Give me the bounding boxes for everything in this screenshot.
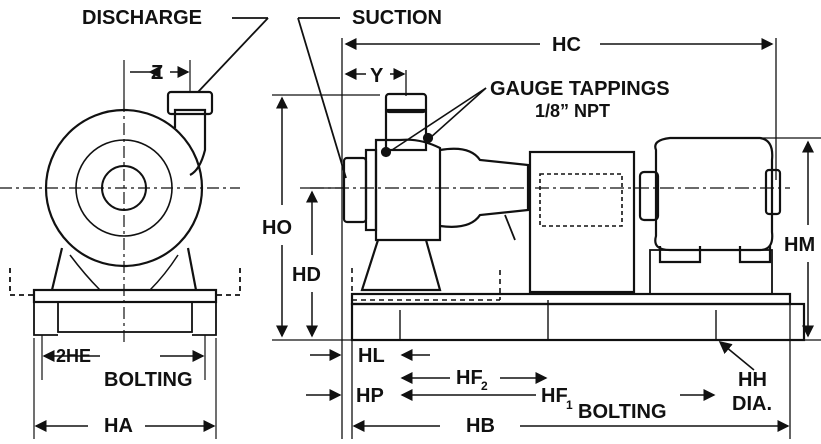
pump-feet [360,239,442,292]
support-legs [50,247,198,291]
suction-label: SUCTION [352,7,442,29]
discharge-neck [173,108,207,176]
ha-label: HA [104,415,133,437]
base-channel [350,302,806,342]
end-view [0,60,241,439]
discharge-pipe [384,108,428,152]
hp-label: HP [356,385,384,407]
coupling-hidden [539,173,623,227]
ho-label: HO [262,217,292,239]
hf2-subscript: 2 [481,379,488,393]
hl-label: HL [358,345,385,367]
hf2-label: HF [456,367,483,389]
suction-leader [297,17,347,179]
hc-label: HC [552,34,581,56]
side-view [272,38,821,439]
bolting-right-label: BOLTING [578,401,667,423]
discharge-leader [197,17,269,93]
hb-label: HB [466,415,495,437]
hf1-subscript: 1 [566,398,573,412]
hh-leader [718,340,755,371]
hm-label: HM [784,234,815,256]
bolting-left-label: BOLTING [104,369,193,391]
gauge-leader-1 [391,87,487,151]
z-label: Z [151,62,163,84]
base-plate-left [32,288,218,304]
gauge-npt-label: 1/8” NPT [535,101,610,121]
gauge-leader-2 [429,87,487,139]
y-label: Y [370,65,384,87]
hh-label: HH [738,369,767,391]
hf1-label: HF [541,385,568,407]
two-he-label: 2HE [56,346,91,366]
suction-flange [342,156,368,224]
motor [654,136,774,252]
gauge-tappings-label: GAUGE TAPPINGS [490,78,670,100]
motor-base [649,249,773,295]
hd-label: HD [292,264,321,286]
coupling-guard [528,150,636,294]
dia-label: DIA. [732,393,772,415]
discharge-label: DISCHARGE [82,7,202,29]
base-plate-right [350,292,792,306]
